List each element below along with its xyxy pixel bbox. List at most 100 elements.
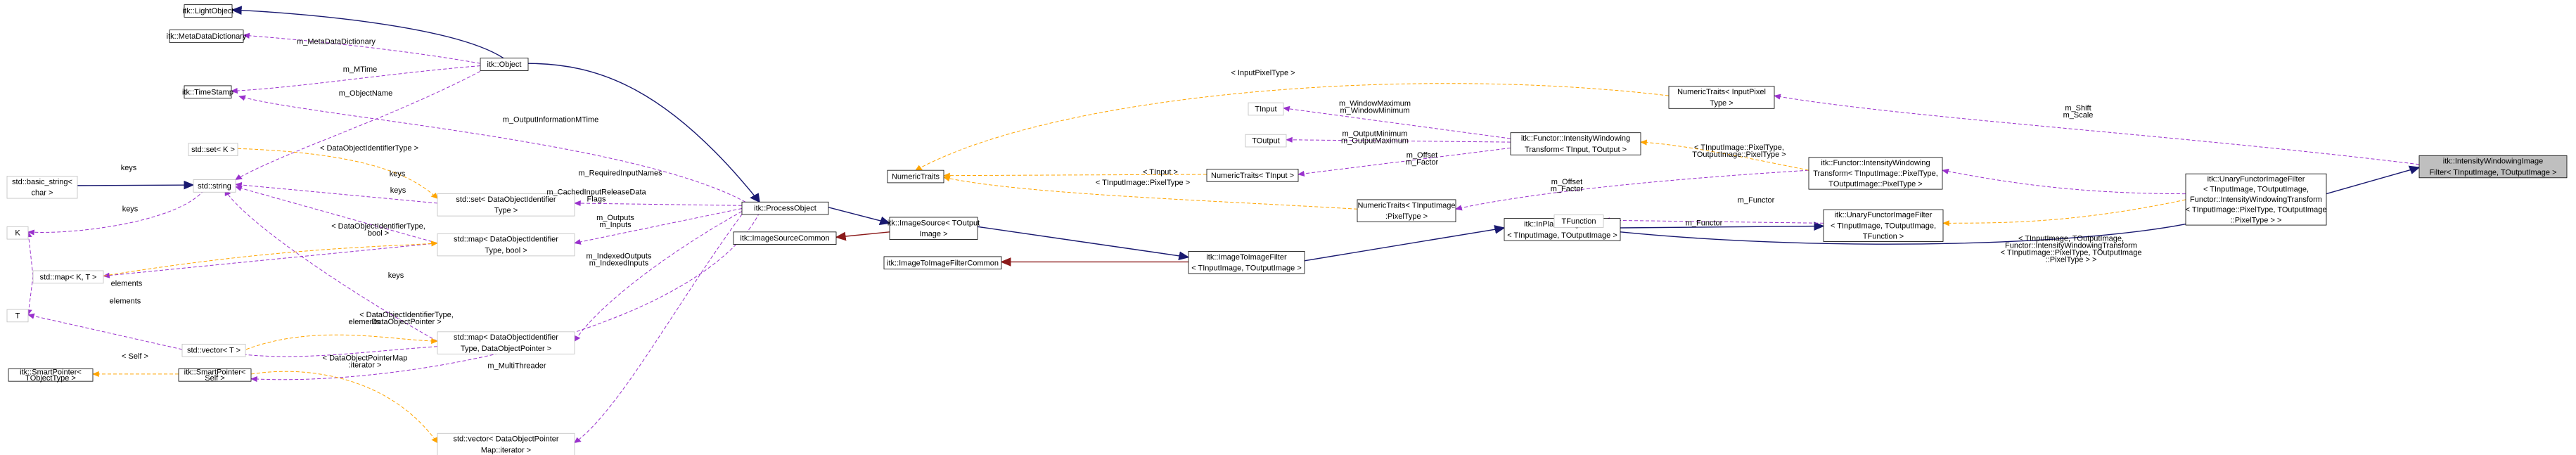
template-edge (943, 172, 1207, 179)
edge-label: m_Scale (2063, 111, 2094, 120)
usage-edge (25, 231, 33, 276)
class-node-stdmapkt[interactable]: std::map< K, T > (32, 270, 104, 284)
class-node-label: itk::SmartPointer< (184, 368, 246, 376)
class-node-smartpointertobject[interactable]: itk::SmartPointer<TObjectType > (8, 368, 94, 383)
edge-label: m_Offset (1551, 178, 1582, 186)
class-node-box (1248, 102, 1284, 116)
class-node-imagetoimagefiltercommon[interactable]: itk::ImageToImageFilterCommon (883, 256, 1002, 270)
class-node-label: :PixelType > (1385, 212, 1428, 221)
class-node-stdset[interactable]: std::set< K > (188, 143, 238, 156)
class-node-unaryfunctortf[interactable]: itk::UnaryFunctorImageFilter< TInputImag… (1823, 209, 1944, 242)
class-node-box (1245, 134, 1287, 148)
class-node-label: Image > (919, 230, 947, 238)
class-node-k[interactable]: K (6, 226, 29, 240)
usage-edge (25, 276, 33, 316)
class-node-functoriwtpixel[interactable]: itk::Functor::IntensityWindowingTransfor… (1808, 157, 1943, 190)
class-node-box (1668, 86, 1775, 109)
class-node-label: std::vector< T > (187, 347, 241, 355)
usage-edge (575, 212, 742, 342)
class-node-label: TInput (1255, 105, 1276, 114)
class-node-unaryfunctoriwt[interactable]: itk::UnaryFunctorImageFilter< TInputImag… (2185, 173, 2327, 226)
edge-label: m_CachedInputReleaseData (546, 188, 646, 196)
class-node-stdbasicstring[interactable]: std::basic_string<char > (6, 176, 78, 199)
edge-label: m_Offset (1406, 151, 1437, 160)
class-node-label: itk::ImageSourceCommon (740, 234, 829, 243)
class-node-toutput[interactable]: TOutput (1245, 134, 1287, 148)
class-node-box (2418, 155, 2568, 179)
class-node-box (437, 233, 575, 257)
inherit-edge (978, 226, 1190, 260)
class-node-tfunction[interactable]: TFunction (1553, 214, 1604, 228)
class-node-label: itk::LightObject (183, 7, 234, 15)
usage-edge (235, 69, 485, 180)
class-node-box (889, 217, 978, 240)
class-node-box (480, 58, 529, 71)
class-node-label: TFunction > (1863, 232, 1904, 241)
edge-label: < TInputImage::PixelType, (1694, 143, 1784, 152)
class-node-numerictraits[interactable]: NumericTraits (887, 169, 944, 184)
edge-label: DataObjectPointer > (371, 318, 441, 326)
edge-label: < TInput > (1143, 168, 1178, 177)
class-node-box (2185, 173, 2327, 226)
edge-label: < DataObjectIdentifierType, (331, 222, 425, 231)
class-node-label: itk::SmartPointer< (20, 368, 82, 376)
inherit-edge (1620, 215, 2217, 244)
class-node-object[interactable]: itk::Object (480, 58, 529, 71)
class-node-box (1357, 199, 1456, 222)
class-node-metadatadictionary[interactable]: itk::MetaDataDictionary (167, 30, 247, 43)
class-node-box (188, 143, 238, 156)
class-node-box (32, 270, 104, 284)
edge-label: Functor::IntensityWindowingTransform (2005, 241, 2137, 250)
usage-edge (231, 66, 480, 94)
class-node-label: < TInputImage, TOutputImage, (1831, 222, 1936, 230)
edge-label: :iterator > (349, 361, 382, 370)
class-node-functoriwt[interactable]: itk::Functor::IntensityWindowingTransfor… (1510, 132, 1641, 155)
class-node-label: Map::iterator > (481, 446, 531, 454)
class-node-stdstring[interactable]: std::string (193, 179, 236, 193)
class-node-vectordopmap[interactable]: std::vector< DataObjectPointerMap::itera… (437, 432, 575, 455)
class-node-timestamp[interactable]: itk::TimeStamp (182, 85, 233, 99)
template-edge (103, 241, 438, 276)
class-node-label: T (15, 312, 20, 320)
edge-label: < DataObjectIdentifierType, (359, 311, 454, 319)
class-node-numerictraitsinputpixel[interactable]: NumericTraits< InputPixelType > (1668, 86, 1775, 109)
class-node-box (8, 369, 94, 382)
class-node-smartpointerself[interactable]: itk::SmartPointer<Self > (178, 368, 252, 383)
usage-edge (225, 189, 437, 342)
class-node-box (883, 256, 1002, 270)
class-node-imagesource[interactable]: itk::ImageSource< TOutputImage > (887, 217, 980, 240)
class-node-imagesourcecommon[interactable]: itk::ImageSourceCommon (733, 231, 837, 245)
class-node-processobject[interactable]: itk::ProcessObject (741, 201, 829, 215)
class-node-setdoi[interactable]: std::set< DataObjectIdentifierType > (437, 193, 575, 217)
usage-edge (27, 313, 182, 350)
class-node-stdvectort[interactable]: std::vector< T > (181, 343, 246, 357)
edge-label: TOutputImage::PixelType > (1692, 150, 1786, 159)
class-node-label: Type, bool > (485, 246, 527, 255)
class-node-box (178, 369, 252, 382)
edge-label: keys (388, 271, 404, 280)
class-node-label: std::basic_string< (12, 178, 72, 186)
class-node-box (6, 226, 29, 240)
class-node-label: itk::MetaDataDictionary (167, 32, 247, 41)
private-edge (835, 232, 890, 241)
class-node-label: TOutputImage::PixelType > (1828, 180, 1922, 188)
class-node-numerictraitstinputpixel[interactable]: NumericTraits< TInputImage:PixelType > (1357, 199, 1456, 222)
class-node-tinput[interactable]: TInput (1248, 102, 1284, 116)
usage-edge (574, 200, 742, 206)
class-node-mapdoiptr[interactable]: std::map< DataObjectIdentifierType, Data… (437, 331, 575, 354)
class-node-numerictraitstinput[interactable]: NumericTraits< TInput > (1206, 169, 1299, 182)
class-node-t[interactable]: T (6, 309, 29, 323)
usage-edge (250, 212, 760, 382)
edge-label: < TInputImage::PixelType, TOutputImage (2001, 248, 2142, 257)
class-node-lightobject[interactable]: itk::LightObject (183, 4, 234, 18)
class-node-mapdoibool[interactable]: std::map< DataObjectIdentifierType, bool… (437, 233, 575, 257)
class-node-label: itk::Functor::IntensityWindowing (1521, 134, 1630, 143)
class-node-label: itk::ProcessObject (754, 205, 816, 213)
class-node-label: < TInputImage, TOutputImage > (1507, 231, 1617, 240)
class-node-label: K (15, 229, 20, 238)
class-node-box (1553, 214, 1604, 228)
class-node-imagetoimagefilter[interactable]: itk::ImageToImageFilter< TInputImage, TO… (1188, 251, 1305, 274)
template-edge (943, 176, 1357, 209)
